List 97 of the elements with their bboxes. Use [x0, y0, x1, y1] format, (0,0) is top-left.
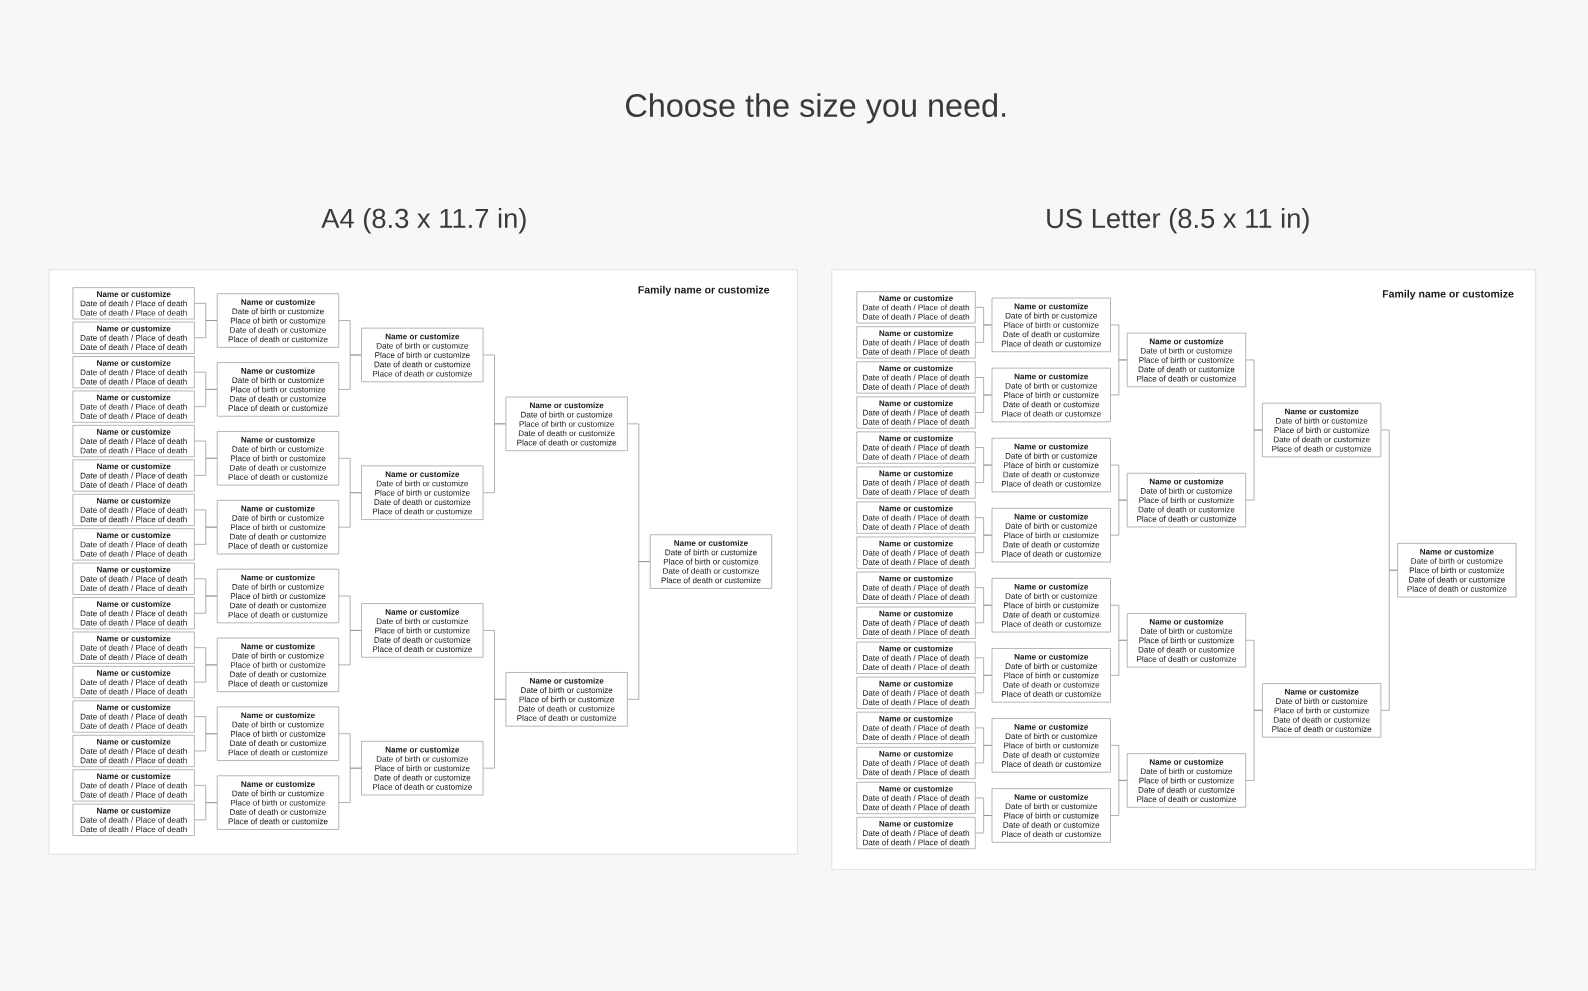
person-box: Name or customize Date of birth or customize Place of birth or customize Date of death or customize Place of death or customize — [216, 706, 340, 761]
person-box: Name or customize Date of birth or customize Place of birth or customize Date of death or customize Place of death or customize — [361, 603, 484, 658]
person-box: Name or customize Date of death / Place of death Date of death / Place of death — [72, 390, 195, 423]
connector-line — [194, 320, 218, 339]
person-box: Name or customize Date of death / Place of death Date of death / Place of death — [856, 641, 976, 674]
person-box: Name or customize Date of death / Place of death Date of death / Place of death — [856, 571, 976, 604]
connector-line — [194, 802, 218, 821]
person-box: Name or customize Date of birth or customize Place of birth or customize Date of death or customize Place of death or customize — [991, 788, 1111, 843]
person-box: Name or customize Date of birth or customize Place of birth or customize Date of death or customize Place of death or customize — [216, 293, 340, 348]
person-box: Name or customize Date of death / Place of death Date of death / Place of death — [856, 606, 976, 639]
person-box: Name or customize Date of death / Place of death Date of death / Place of death — [856, 361, 976, 394]
connector-line — [1110, 499, 1128, 536]
person-box: Name or customize Date of birth or customize Place of birth or customize Date of death or customize Place of death or customize — [216, 568, 340, 624]
size-heading: A4 (8.3 x 11.7 in) — [321, 208, 526, 234]
connector-line — [1110, 359, 1128, 396]
title: Choose the size you need. — [626, 93, 1006, 124]
person-box: Name or customize Date of death / Place of death Date of death / Place of death — [72, 528, 195, 561]
person-box: Name or customize Date of birth or customize Place of birth or customize Date of death or customize Place of death or customize — [649, 534, 772, 589]
connector-line — [1110, 639, 1128, 676]
connector-line — [975, 324, 993, 343]
size-heading: US Letter (8.5 x 11 in) — [1047, 208, 1309, 234]
person-box: Name or customize Date of death / Place of death Date of death / Place of death — [72, 356, 195, 389]
person-box: Name or customize Date of death / Place of death Date of death / Place of death — [72, 321, 195, 354]
person-box: Name or customize Date of birth or customize Place of birth or customize Date of death or customize Place of death or customize — [991, 297, 1111, 353]
person-box: Name or customize Date of birth or customize Place of birth or customize Date of death or customize Place of death or customize — [991, 508, 1111, 563]
connector-line — [975, 604, 993, 624]
connector-line — [194, 664, 218, 683]
person-box: Name or customize Date of death / Place of death Date of death / Place of death — [856, 501, 976, 534]
person-box: Name or customize Date of birth or customize Place of birth or customize Date of death or customize Place of death or customize — [991, 718, 1111, 773]
person-box: Name or customize Date of birth or customize Place of birth or customize Date of death or customize Place of death or customize — [361, 327, 484, 383]
person-box: Name or customize Date of death / Place of death Date of death / Place of death — [72, 287, 195, 320]
person-box: Name or customize Date of death / Place of death Date of death / Place of death — [72, 459, 195, 492]
person-box: Name or customize Date of death / Place of death Date of death / Place of death — [72, 425, 195, 458]
person-box: Name or customize Date of birth or customize Place of birth or customize Date of death or customize Place of death or customize — [1262, 683, 1382, 738]
connector-line — [194, 733, 218, 752]
connector-line — [975, 534, 993, 553]
person-box: Name or customize Date of birth or customize Place of birth or customize Date of death or customize Place of death or customize — [216, 500, 340, 555]
person-box: Name or customize Date of birth or customize Place of birth or customize Date of death or customize Place of death or customize — [216, 431, 340, 486]
person-box: Name or customize Date of death / Place of death Date of death / Place of death — [72, 700, 195, 733]
person-box: Name or customize Date of death / Place of death Date of death / Place of death — [72, 734, 195, 767]
person-box: Name or customize Date of death / Place of death Date of death / Place of death — [856, 291, 976, 324]
person-box: Name or customize Date of birth or customize Place of birth or customize Date of death or customize Place of death or customize — [216, 775, 340, 830]
person-box: Name or customize Date of death / Place of death Date of death / Place of death — [856, 817, 976, 849]
person-box: Name or customize Date of birth or customize Place of birth or customize Date of death or customize Place of death or customize — [216, 637, 340, 692]
chart-title: Family name or customize — [1382, 289, 1514, 300]
connector-line — [1110, 780, 1128, 816]
connector-line — [975, 815, 993, 834]
person-box: Name or customize Date of death / Place of death Date of death / Place of death — [856, 326, 976, 359]
person-box: Name or customize Date of birth or customize Place of birth or customize Date of death or customize Place of death or customize — [991, 648, 1111, 703]
connector-line — [975, 394, 993, 413]
person-box: Name or customize Date of death / Place of death Date of death / Place of death — [856, 431, 976, 464]
person-box: Name or customize Date of birth or customize Place of birth or customize Date of death or customize Place of death or customize — [361, 741, 484, 796]
person-box: Name or customize Date of death / Place of death Date of death / Place of death — [856, 676, 976, 709]
connector-line — [627, 561, 651, 700]
person-box: Name or customize Date of death / Place of death Date of death / Place of death — [856, 536, 976, 569]
connector-line — [975, 745, 993, 764]
person-box: Name or customize Date of birth or customize Place of birth or customize Date of death or customize Place of death or customize — [1262, 402, 1382, 458]
person-box: Name or customize Date of birth or customize Place of birth or customize Date of death or customize Place of death or customize — [991, 578, 1111, 633]
person-box: Name or customize Date of birth or customize Place of birth or customize Date of death or customize Place of death or customize — [505, 672, 628, 727]
connector-line — [338, 354, 362, 390]
person-box: Name or customize Date of death / Place of death Date of death / Place of death — [72, 631, 195, 664]
connector-line — [338, 630, 362, 666]
connector-line — [338, 767, 362, 803]
connector-line — [975, 674, 993, 694]
person-box: Name or customize Date of death / Place of death Date of death / Place of death — [72, 493, 195, 526]
person-box: Name or customize Date of birth or customize Place of birth or customize Date of death or customize Place of death or customize — [216, 362, 340, 417]
connector-line — [194, 457, 218, 476]
person-box: Name or customize Date of birth or customize Place of birth or customize Date of death or customize Place of death or customize — [991, 367, 1111, 423]
person-box: Name or customize Date of death / Place of death Date of death / Place of death — [72, 597, 195, 630]
person-box: Name or customize Date of death / Place of death Date of death / Place of death — [72, 803, 195, 836]
person-box: Name or customize Date of birth or customize Place of birth or customize Date of death or customize Place of death or customize — [505, 396, 628, 451]
person-box: Name or customize Date of birth or customize Place of birth or customize Date of death or customize Place of death or customize — [361, 465, 484, 520]
person-box: Name or customize Date of death / Place of death Date of death / Place of death — [856, 781, 976, 814]
person-box: Name or customize Date of birth or customize Place of birth or customize Date of death or customize Place of death or customize — [1126, 332, 1246, 388]
person-box: Name or customize Date of death / Place of death Date of death / Place of death — [72, 769, 195, 802]
person-box: Name or customize Date of death / Place of death Date of death / Place of death — [856, 711, 976, 744]
connector-line — [483, 423, 506, 494]
person-box: Name or customize Date of death / Place of death Date of death / Place of death — [72, 562, 195, 595]
person-box: Name or customize Date of birth or customize Place of birth or customize Date of death or customize Place of death or customize — [1126, 753, 1246, 808]
connector-line — [1245, 710, 1263, 781]
connector-line — [1245, 429, 1263, 501]
connector-line — [1380, 569, 1398, 711]
person-box: Name or customize Date of birth or customize Place of birth or customize Date of death or customize Place of death or customize — [1126, 613, 1246, 668]
person-box: Name or customize Date of death / Place of death Date of death / Place of death — [856, 466, 976, 499]
person-box: Name or customize Date of birth or customize Place of birth or customize Date of death or customize Place of death or customize — [991, 437, 1111, 493]
connector-line — [338, 492, 362, 528]
person-box: Name or customize Date of birth or customize Place of birth or customize Date of death or customize Place of death or customize — [1126, 472, 1246, 528]
person-box: Name or customize Date of death / Place of death Date of death / Place of death — [72, 666, 195, 699]
person-box: Name or customize Date of death / Place of death Date of death / Place of death — [856, 746, 976, 779]
person-box: Name or customize Date of death / Place of death Date of death / Place of death — [856, 396, 976, 429]
connector-line — [483, 698, 506, 769]
chart-title: Family name or customize — [638, 285, 770, 296]
connector-line — [975, 464, 993, 483]
connector-line — [194, 595, 218, 614]
person-box: Name or customize Date of birth or customize Place of birth or customize Date of death or customize Place of death or customize — [1397, 543, 1517, 598]
connector-line — [194, 389, 218, 407]
connector-line — [194, 526, 218, 545]
